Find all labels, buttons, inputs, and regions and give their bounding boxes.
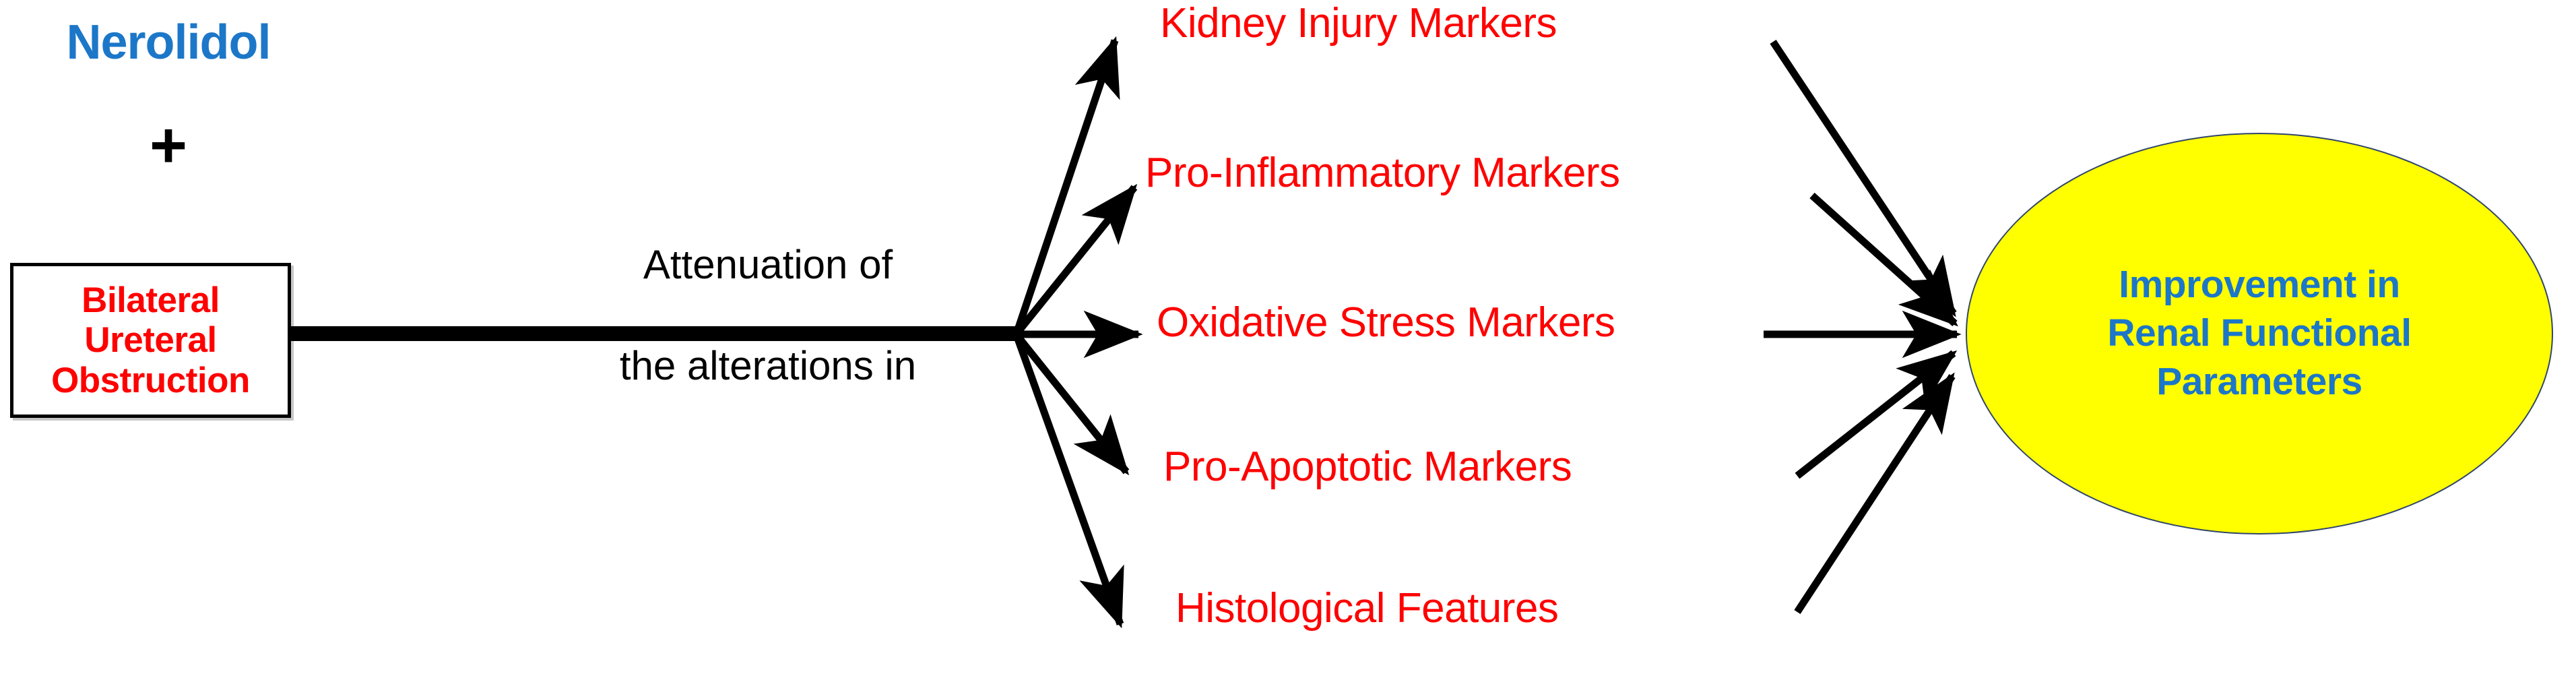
marker-label-pro-apoptotic: Pro-Apoptotic Markers <box>1163 443 1572 490</box>
fan-arrow-pro-apoptotic <box>1014 333 1130 476</box>
marker-label-histological-features: Histological Features <box>1176 585 1559 632</box>
outcome-label: Improvement in Renal Functional Paramete… <box>2107 263 2412 403</box>
converge-arrow-histological <box>1794 372 1956 615</box>
drug-name-title: Nerolidol <box>66 16 271 69</box>
marker-label-kidney-injury: Kidney Injury Markers <box>1160 0 1557 47</box>
fan-arrow-histological <box>1013 336 1124 629</box>
converge-arrow-kidney-injury <box>1770 39 1957 317</box>
disease-model-label: Bilateral Ureteral Obstruction <box>51 280 250 400</box>
marker-label-oxidative-stress: Oxidative Stress Markers <box>1157 299 1615 346</box>
marker-label-pro-inflammatory: Pro-Inflammatory Markers <box>1145 150 1620 196</box>
plus-symbol: + <box>149 109 188 181</box>
converge-arrow-pro-inflammatory <box>1809 192 1958 327</box>
disease-model-box: Bilateral Ureteral Obstruction <box>10 263 291 418</box>
connector-caption-line-2: the alterations in <box>619 343 917 388</box>
fan-arrow-pro-inflammatory <box>1014 183 1138 336</box>
fan-arrow-kidney-injury <box>1013 36 1120 333</box>
outcome-ellipse: Improvement in Renal Functional Paramete… <box>1966 133 2553 534</box>
connector-caption-line-1: Attenuation of <box>643 242 893 287</box>
